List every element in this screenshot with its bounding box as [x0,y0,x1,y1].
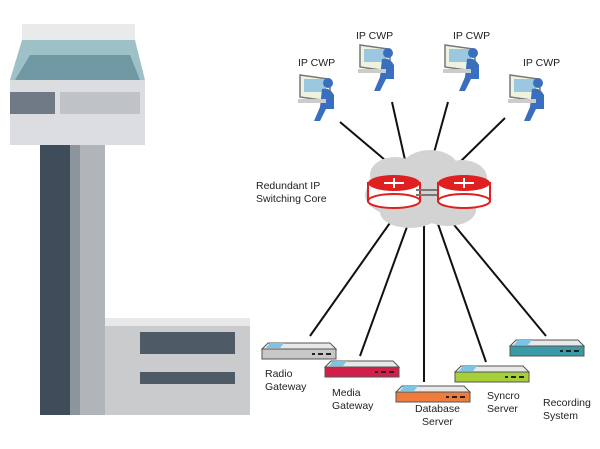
cwp-links [339,101,506,163]
device-label-line1: Database [415,403,460,415]
cwp-label: IP CWP [298,57,336,69]
device-label-line2: Gateway [332,400,374,412]
device-label-media-gateway: Media Gateway [332,387,373,413]
device-label-database-server: Database Server [415,403,460,429]
device-label-line1: Recording [543,397,591,409]
device-label-line2: Gateway [265,381,307,393]
workstation-icon [358,44,394,91]
network-appliance-icon [508,339,586,357]
network-appliance-icon [323,360,401,378]
network-appliance-icon [260,342,338,360]
workstation-icon [508,74,544,121]
network-appliance-icon [394,385,472,403]
device-label-line2: Server [487,403,518,415]
device-links [309,219,547,382]
device-label-line2: Server [422,416,453,428]
device-label-line1: Syncro [487,390,520,402]
core-label-line2: Switching Core [256,193,327,205]
router-icon [367,175,421,209]
device-label-recording-system: Recording System [543,397,591,423]
control-tower-image [10,24,250,415]
workstation-icon [443,44,479,91]
device-label-radio-gateway: Radio Gateway [265,368,306,394]
cwp-label: IP CWP [453,30,491,42]
network-appliance-icon [453,365,531,383]
device-label-line1: Radio [265,368,293,380]
device-label-line1: Media [332,387,361,399]
cwp-label: IP CWP [523,57,561,69]
workstation-icon [298,74,334,121]
router-icon [437,175,491,209]
redundancy-link-icon [416,189,438,196]
core-label: Redundant IP Switching Core [256,180,327,206]
core-label-line1: Redundant IP [256,180,321,192]
device-label-line2: System [543,410,579,422]
device-label-syncro-server: Syncro Server [487,390,520,416]
cwp-label: IP CWP [356,30,394,42]
